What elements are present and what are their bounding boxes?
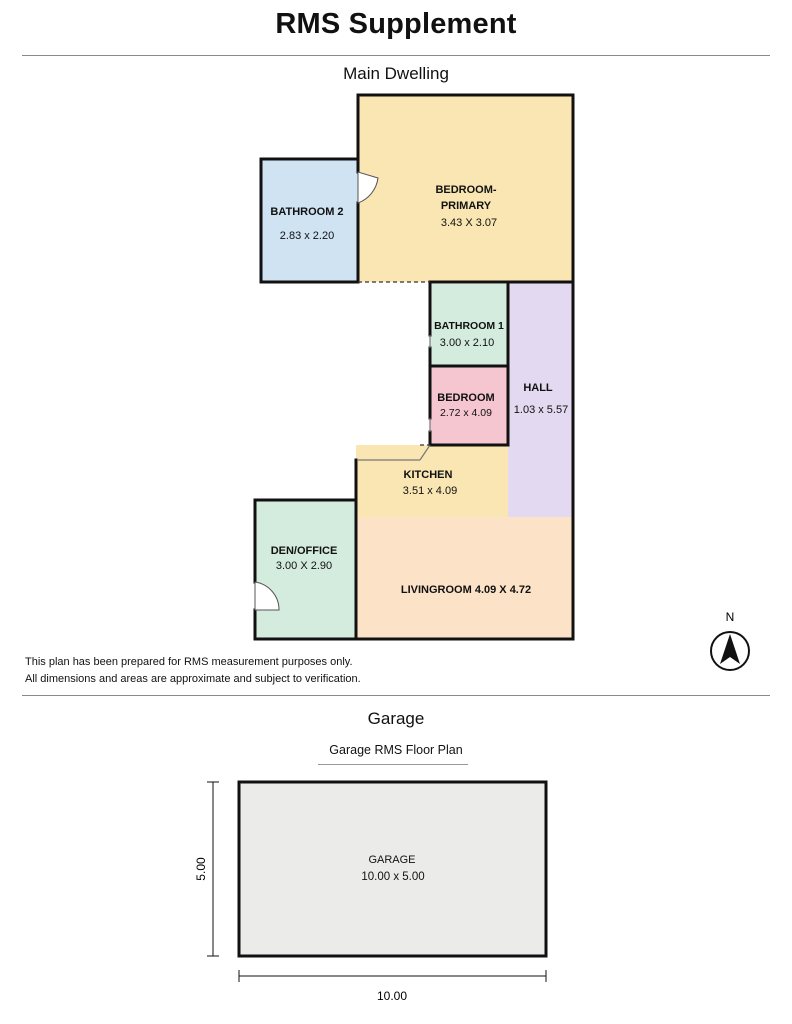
walls <box>253 93 575 641</box>
hall-name: HALL <box>523 382 553 394</box>
kitchen-name: KITCHEN <box>404 469 453 481</box>
garage-height-label: 5.00 <box>194 857 208 881</box>
bedroom-primary-door <box>357 171 379 204</box>
kitchen-dims: 3.51 x 4.09 <box>403 485 457 497</box>
main-dwelling-heading: Main Dwelling <box>343 64 449 83</box>
bedroom-primary-fill <box>358 95 573 282</box>
bathroom1-fill <box>430 284 508 366</box>
north-arrow-icon: N <box>710 610 750 671</box>
bedroom-primary-dims: 3.43 X 3.07 <box>441 217 497 229</box>
garage-width-label: 10.00 <box>377 989 407 1003</box>
garage-subtitle-underline <box>318 764 468 765</box>
garage-subtitle: Garage RMS Floor Plan <box>329 743 463 757</box>
bedroom-primary-name1: BEDROOM- <box>435 184 496 196</box>
kitchen-fill-2 <box>356 460 508 517</box>
livingroom-label: LIVINGROOM 4.09 X 4.72 <box>401 584 531 596</box>
compass-n-label: N <box>726 610 735 624</box>
openings <box>358 335 431 461</box>
garage-fill <box>237 780 548 958</box>
garage-name: GARAGE <box>368 854 415 866</box>
den-office-fill <box>255 500 355 639</box>
page-title: RMS Supplement <box>275 8 517 40</box>
garage-dims: 10.00 x 5.00 <box>361 871 424 883</box>
disclaimer-line-2: All dimensions and areas are approximate… <box>25 673 361 685</box>
bedroom-name: BEDROOM <box>437 392 494 404</box>
livingroom-fill <box>356 517 573 639</box>
bathroom2-name: BATHROOM 2 <box>270 206 343 218</box>
hall-dims: 1.03 x 5.57 <box>514 404 568 416</box>
section-divider <box>22 695 770 696</box>
title-divider <box>22 55 770 56</box>
bedroom-primary-name2: PRIMARY <box>441 200 492 212</box>
garage-dimension-lines <box>207 781 547 982</box>
bedroom-dims: 2.72 x 4.09 <box>440 407 492 419</box>
bathroom1-name: BATHROOM 1 <box>434 320 504 332</box>
dashed-openings <box>358 281 430 446</box>
garage-heading: Garage <box>367 709 425 728</box>
den-office-name: DEN/OFFICE <box>271 545 338 557</box>
bathroom1-dims: 3.00 x 2.10 <box>440 337 494 349</box>
disclaimer-line-1: This plan has been prepared for RMS meas… <box>25 656 353 668</box>
hall-fill <box>508 282 573 517</box>
bathroom2-dims: 2.83 x 2.20 <box>280 230 334 242</box>
bedroom-fill <box>430 366 508 445</box>
door-swings <box>254 171 379 611</box>
bathroom2-fill <box>261 159 358 282</box>
den-office-door <box>254 581 280 611</box>
den-office-dims: 3.00 X 2.90 <box>276 560 332 572</box>
